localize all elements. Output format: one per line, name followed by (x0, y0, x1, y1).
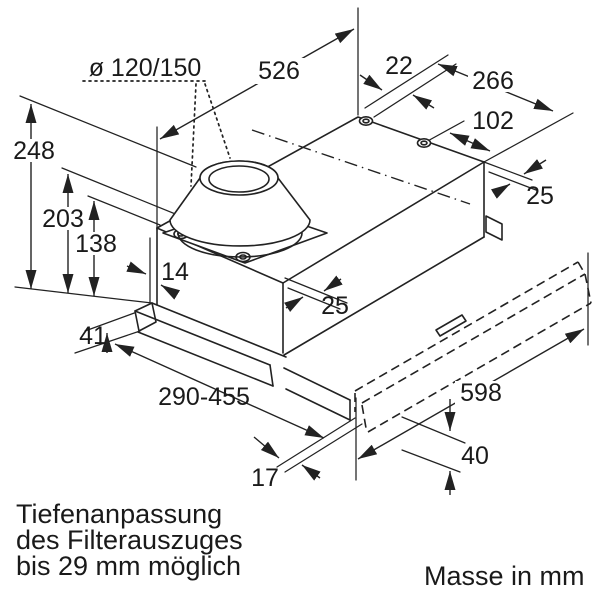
label-masks (10, 58, 518, 405)
label-duct-position: 102 (472, 107, 514, 135)
label-total-height: 248 (13, 137, 55, 165)
label-rear-offset: 22 (385, 52, 413, 80)
label-top-depth: 266 (472, 67, 514, 95)
label-body-height: 203 (42, 205, 84, 233)
label-right-clearance: 25 (526, 182, 554, 210)
panel-handle (435, 314, 467, 337)
screw-icon (358, 116, 374, 127)
duct-diameter-leader (82, 80, 231, 187)
label-depth-range: 290-455 (158, 383, 250, 411)
duct-collar (169, 160, 311, 258)
label-front-recess: 25 (321, 292, 349, 320)
note-line-3: bis 29 mm möglich (16, 551, 241, 581)
label-rail-height: 41 (79, 322, 107, 350)
label-panel-offset: 17 (251, 464, 279, 492)
label-panel-height: 40 (461, 442, 489, 470)
label-lower-height: 138 (75, 230, 117, 258)
label-duct-diameter: ø 120/150 (89, 54, 202, 82)
screw-icon (416, 138, 432, 149)
note-text: Tiefenanpassung des Filterauszuges bis 2… (16, 499, 243, 581)
label-top-width: 526 (258, 57, 300, 85)
note-line-2: des Filterauszuges (16, 525, 243, 555)
label-panel-width: 598 (460, 379, 502, 407)
mounting-bracket (485, 215, 503, 241)
label-side-gap: 14 (161, 258, 189, 286)
unit-note: Masse in mm (424, 561, 585, 591)
collar-inner-rim (208, 165, 270, 193)
dimension-labels: ø 120/150 526 22 266 102 25 248 203 138 … (13, 52, 554, 492)
note-line-1: Tiefenanpassung (16, 499, 222, 529)
dimension-lines (25, 28, 585, 495)
